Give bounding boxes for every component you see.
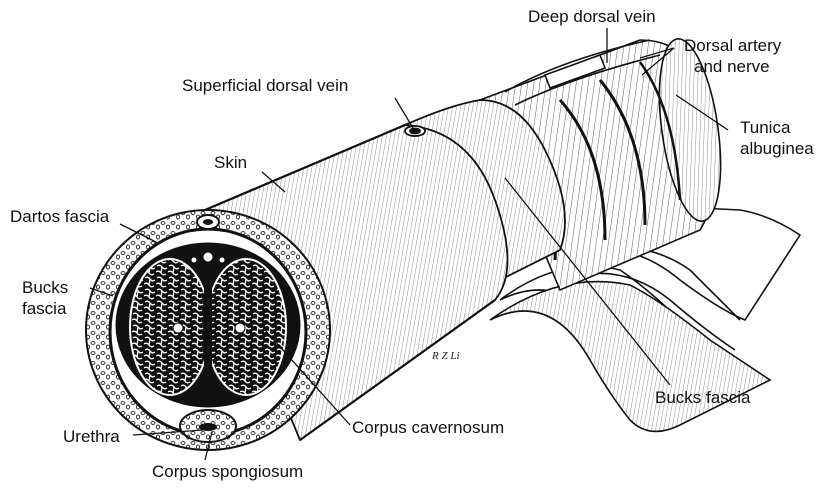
cross-section-face [86,210,330,450]
label-deep-dorsal-vein: Deep dorsal vein [528,7,656,27]
label-tunica-line2: albuginea [740,139,814,159]
label-dartos-fascia: Dartos fascia [10,207,109,227]
label-dorsal-artery-line1: Dorsal artery [684,36,781,56]
label-tunica-line1: Tunica [740,118,790,138]
label-urethra: Urethra [63,427,120,447]
label-bucks-fascia-left-line1: Bucks [22,278,68,298]
label-dorsal-artery-line2: and nerve [694,57,770,77]
label-superficial-dorsal-vein: Superficial dorsal vein [182,76,348,96]
label-corpus-cavernosum: Corpus cavernosum [352,418,504,438]
label-bucks-fascia-left-line2: fascia [22,299,66,319]
label-bucks-fascia-right: Bucks fascia [655,388,750,408]
label-skin: Skin [214,153,247,173]
artist-signature: R Z Li [432,350,460,362]
label-corpus-spongiosum: Corpus spongiosum [152,462,303,482]
